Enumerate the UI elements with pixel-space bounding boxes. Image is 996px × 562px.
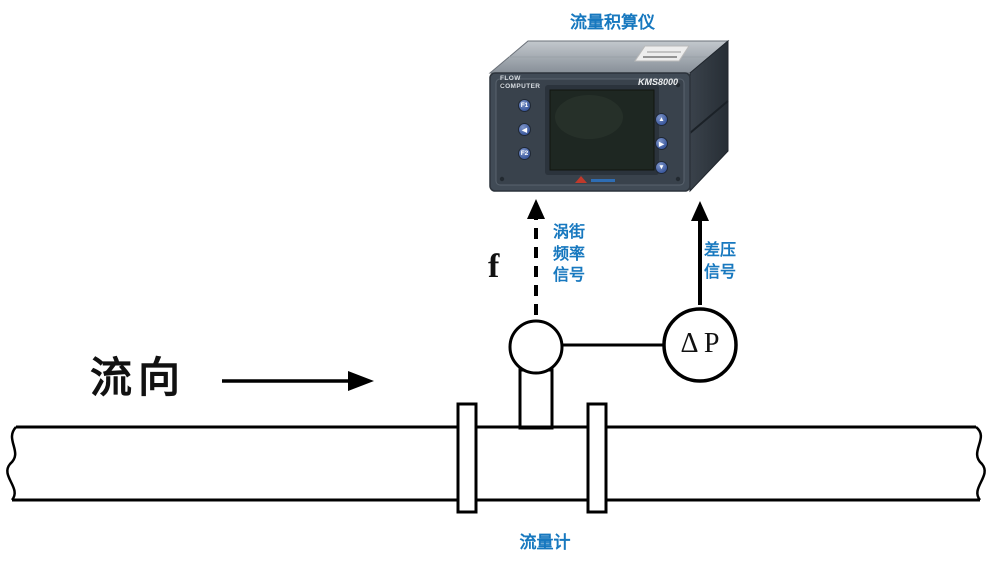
device-button-f2: F2: [518, 147, 531, 160]
flow-computer-photo: FLOW COMPUTER KMS8000 F1 ◀ F2 ▲ ▶ ▼: [485, 33, 740, 197]
screw-icon: [499, 176, 505, 182]
pipe-break-right: [975, 426, 986, 501]
device-button-down: ▼: [655, 161, 668, 174]
frequency-symbol: f: [488, 248, 500, 285]
flow-computer-drawing: [488, 39, 730, 193]
screw-icon: [499, 82, 505, 88]
flowmeter-label: 流量计: [519, 533, 571, 552]
device-side-seam: [689, 100, 729, 134]
dp-signal-label: 差压 信号: [704, 242, 737, 281]
brand-logo: [575, 176, 587, 183]
flange-right: [586, 402, 608, 514]
device-brand-text: FLOW COMPUTER: [500, 75, 541, 91]
dp-signal-arrowhead: [691, 201, 709, 221]
brand-logo-bar: [591, 179, 615, 182]
flow-direction-arrowhead: [348, 371, 374, 391]
totalizer-title: 流量积算仪: [570, 13, 655, 32]
vortex-signal-arrowhead: [527, 199, 545, 219]
screw-icon: [675, 176, 681, 182]
flange-left: [456, 402, 478, 514]
vortex-signal-label: 涡街 频率 信号: [553, 224, 586, 285]
flow-direction-label: 流向: [90, 356, 187, 402]
device-button-up: ▲: [655, 113, 668, 126]
device-button-f1: F1: [518, 99, 531, 112]
device-model-text: KMS8000: [637, 77, 678, 87]
screw-icon: [675, 82, 681, 88]
device-button-right: ▶: [655, 137, 668, 150]
pipe-break-left: [6, 426, 18, 501]
sensor-head-circle: [508, 319, 564, 375]
flowmeter-stem: [518, 368, 554, 430]
device-button-left: ◀: [518, 123, 531, 136]
lcd-glare: [555, 95, 623, 139]
delta-p-circle: [662, 307, 738, 383]
delta-p-label: Δ P: [680, 328, 720, 359]
